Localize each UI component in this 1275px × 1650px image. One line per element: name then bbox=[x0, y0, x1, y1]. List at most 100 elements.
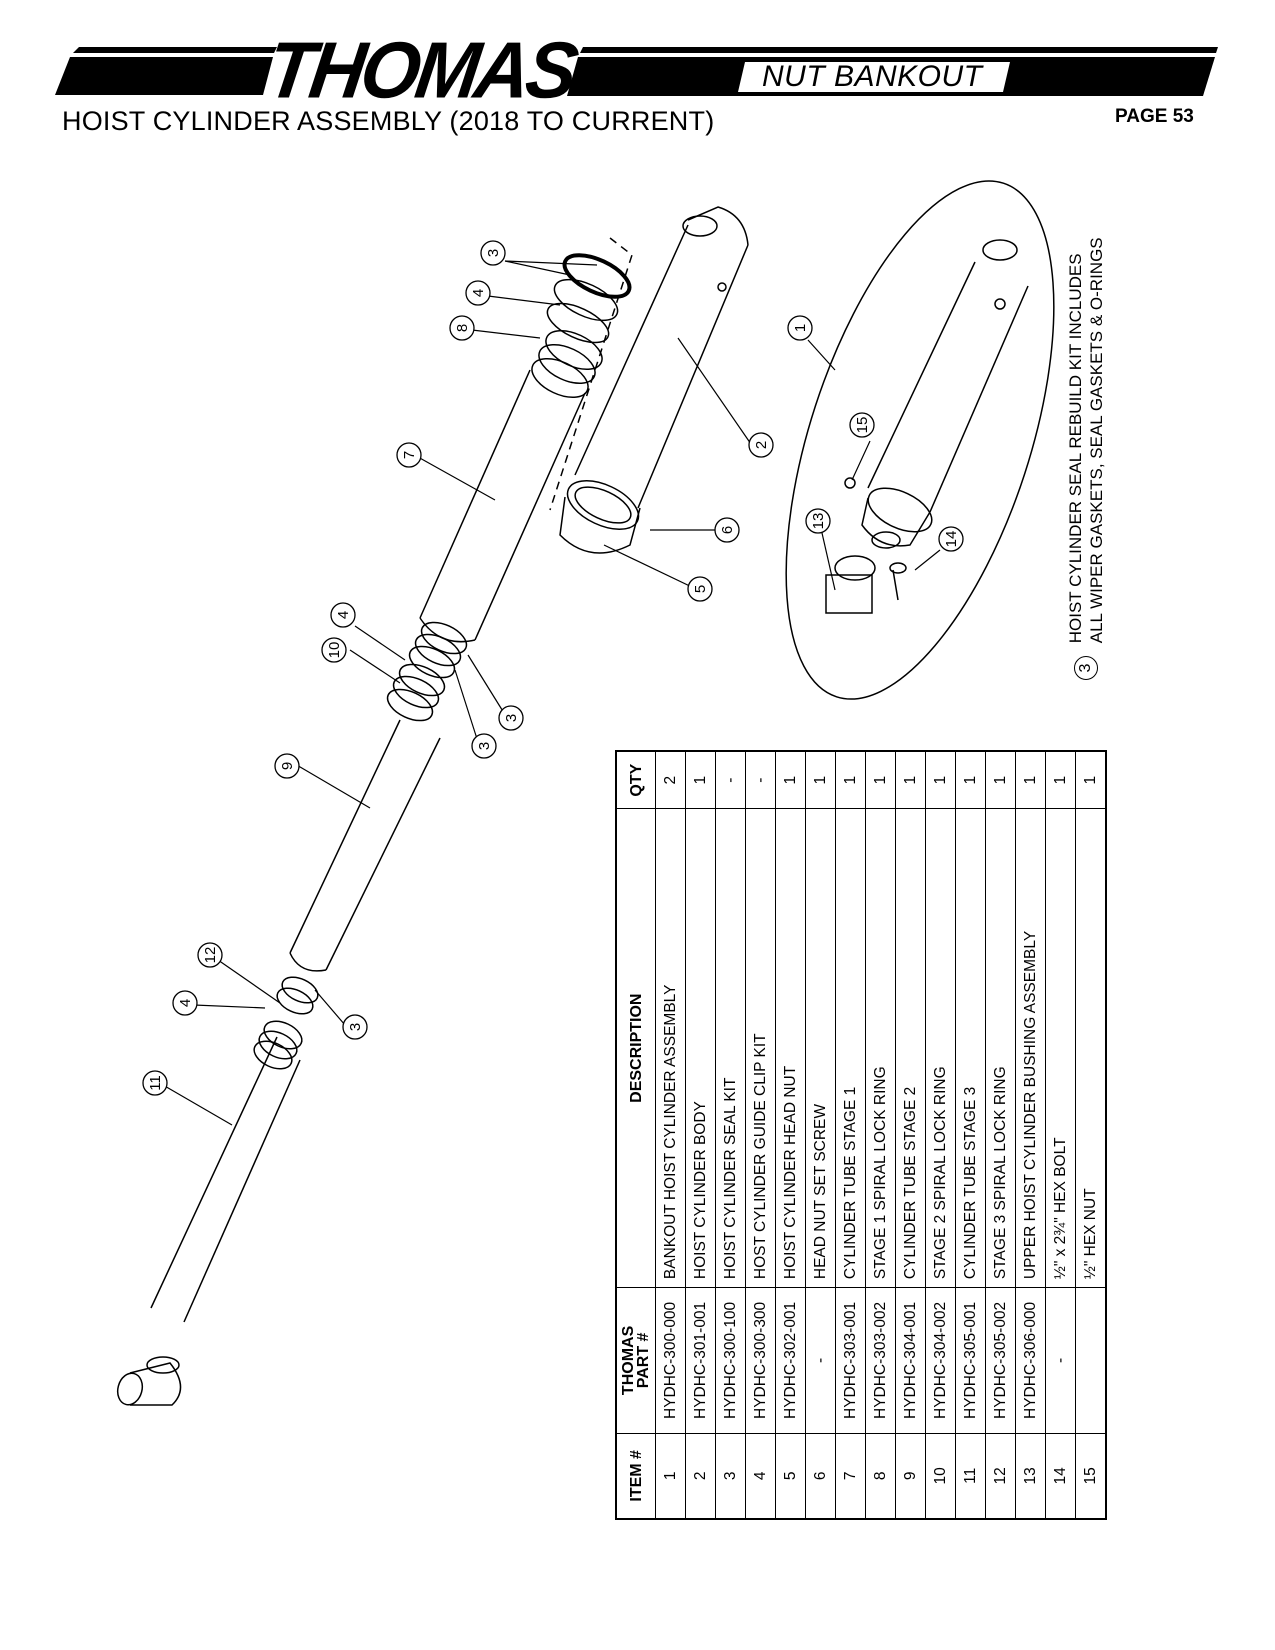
cell-qty: 1 bbox=[955, 751, 986, 809]
cell-part: HYDHC-306-000 bbox=[1015, 1287, 1046, 1434]
callout-label: 1 bbox=[792, 324, 809, 332]
cell-part: HYDHC-303-002 bbox=[865, 1287, 896, 1434]
callout-label: 13 bbox=[810, 513, 827, 530]
cell-qty: 1 bbox=[1045, 751, 1076, 809]
cell-description: STAGE 1 SPIRAL LOCK RING bbox=[865, 808, 896, 1288]
callout-label: 10 bbox=[326, 642, 343, 659]
cell-part: HYDHC-302-001 bbox=[775, 1287, 806, 1434]
header-qty: QTY bbox=[616, 751, 656, 809]
cell-part: HYDHC-305-001 bbox=[955, 1287, 986, 1434]
detail-ellipse bbox=[785, 180, 1055, 700]
cell-qty: 1 bbox=[1015, 751, 1046, 809]
callout-label: 5 bbox=[692, 585, 709, 593]
header-description: DESCRIPTION bbox=[616, 808, 656, 1288]
callout-label: 3 bbox=[485, 249, 502, 257]
callout-label: 9 bbox=[279, 762, 296, 770]
stage3-tube bbox=[116, 1036, 301, 1406]
cell-item: 14 bbox=[1045, 1433, 1076, 1519]
cell-description: CYLINDER TUBE STAGE 2 bbox=[895, 808, 926, 1288]
callouts bbox=[142, 240, 964, 1096]
cell-part: HYDHC-304-002 bbox=[925, 1287, 956, 1434]
cell-item: 7 bbox=[835, 1433, 866, 1519]
page-number: PAGE 53 bbox=[1115, 106, 1194, 127]
section-subtitle: NUT BANKOUT bbox=[762, 60, 983, 93]
header-banner bbox=[55, 47, 1218, 96]
note-ref: 3 bbox=[1074, 656, 1098, 680]
table-header-row: ITEM # THOMAS PART # DESCRIPTION QTY bbox=[616, 751, 656, 1519]
cell-qty: 1 bbox=[865, 751, 896, 809]
cell-description: HOST CYLINDER GUIDE CLIP KIT bbox=[745, 808, 776, 1288]
callout-label: 14 bbox=[943, 531, 960, 548]
callout-labels: 3 4 8 7 2 6 5 1 15 13 14 4 10 3 3 9 12 4… bbox=[147, 249, 960, 1091]
seal-kit-note: 3 HOIST CYLINDER SEAL REBUILD KIT INCLUD… bbox=[1065, 237, 1107, 680]
callout-label: 11 bbox=[147, 1075, 164, 1091]
header-part-line1: THOMAS bbox=[620, 1325, 637, 1396]
cell-description: HEAD NUT SET SCREW bbox=[805, 808, 836, 1288]
callout-label: 4 bbox=[470, 289, 487, 297]
stage1-tube bbox=[419, 329, 603, 643]
header-item: ITEM # bbox=[616, 1433, 656, 1519]
stage3-rings bbox=[253, 976, 319, 1070]
callout-label: 15 bbox=[854, 417, 871, 434]
cell-item: 9 bbox=[895, 1433, 926, 1519]
page-title: HOIST CYLINDER ASSEMBLY (2018 TO CURRENT… bbox=[62, 106, 715, 136]
cell-item: 2 bbox=[685, 1433, 716, 1519]
cell-part: HYDHC-305-002 bbox=[985, 1287, 1016, 1434]
cell-description: CYLINDER TUBE STAGE 1 bbox=[835, 808, 866, 1288]
cell-item: 13 bbox=[1015, 1433, 1046, 1519]
cell-description: HOIST CYLINDER HEAD NUT bbox=[775, 808, 806, 1288]
cell-description: UPPER HOIST CYLINDER BUSHING ASSEMBLY bbox=[1015, 808, 1046, 1288]
stage2-tube bbox=[289, 719, 441, 972]
cell-item: 6 bbox=[805, 1433, 836, 1519]
cell-part: HYDHC-301-001 bbox=[685, 1287, 716, 1434]
cell-qty: - bbox=[745, 751, 776, 809]
callout-label: 3 bbox=[347, 1023, 364, 1031]
cell-qty: 1 bbox=[1075, 751, 1106, 809]
cell-item: 8 bbox=[865, 1433, 896, 1519]
cell-part: HYDHC-300-100 bbox=[715, 1287, 746, 1434]
callout-label: 6 bbox=[719, 526, 736, 534]
cell-description: HOIST CYLINDER SEAL KIT bbox=[715, 808, 746, 1288]
cell-description: STAGE 3 SPIRAL LOCK RING bbox=[985, 808, 1016, 1288]
cell-item: 5 bbox=[775, 1433, 806, 1519]
cell-qty: 1 bbox=[985, 751, 1016, 809]
cell-item: 1 bbox=[655, 1433, 686, 1519]
cell-qty: 1 bbox=[895, 751, 926, 809]
callout-label: 4 bbox=[335, 611, 352, 619]
cell-qty: 1 bbox=[805, 751, 836, 809]
cell-qty: 1 bbox=[685, 751, 716, 809]
header-part-line2: PART # bbox=[635, 1332, 652, 1389]
cell-item: 15 bbox=[1075, 1433, 1106, 1519]
header-part: THOMAS PART # bbox=[616, 1287, 656, 1434]
callout-label: 3 bbox=[476, 742, 493, 750]
cell-item: 4 bbox=[745, 1433, 776, 1519]
cell-part: - bbox=[1045, 1287, 1076, 1434]
callout-label: 4 bbox=[177, 999, 194, 1007]
note-line-1: HOIST CYLINDER SEAL REBUILD KIT INCLUDES bbox=[1066, 253, 1085, 644]
cell-part: HYDHC-300-000 bbox=[655, 1287, 686, 1434]
cell-part: HYDHC-300-300 bbox=[745, 1287, 776, 1434]
cell-part: HYDHC-304-001 bbox=[895, 1287, 926, 1434]
cell-description: ½" HEX NUT bbox=[1075, 808, 1106, 1288]
leader-lines bbox=[162, 260, 941, 1126]
cell-qty: - bbox=[715, 751, 746, 809]
cell-qty: 1 bbox=[775, 751, 806, 809]
cell-part: HYDHC-303-001 bbox=[835, 1287, 866, 1434]
